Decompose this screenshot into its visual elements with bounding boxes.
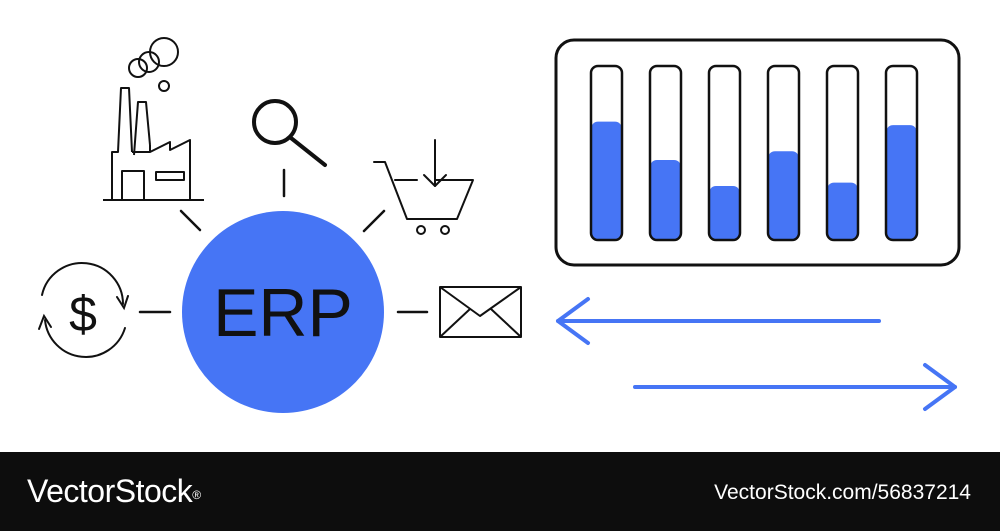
meter-tubes bbox=[589, 64, 919, 242]
arrow-right bbox=[633, 363, 957, 411]
hub-connectors bbox=[138, 168, 429, 314]
brand-mark: ® bbox=[192, 488, 201, 502]
meter-tube-3 bbox=[707, 64, 742, 242]
dollar-cycle-icon: $ bbox=[38, 262, 129, 358]
meter-tube-1 bbox=[589, 64, 624, 242]
meter-fill-1 bbox=[591, 121, 622, 240]
dollar-sign: $ bbox=[69, 286, 97, 342]
meter-tube-6 bbox=[884, 64, 919, 242]
meter-tube-4 bbox=[766, 64, 801, 242]
image-id: VectorStock.com/56837214 bbox=[714, 481, 971, 504]
magnifier-icon bbox=[252, 99, 327, 167]
arrow-left bbox=[556, 297, 881, 345]
footer-bar: VectorStock® VectorStock.com/56837214 bbox=[0, 452, 1000, 531]
connector-factory bbox=[179, 209, 202, 232]
meter-tube-2 bbox=[648, 64, 683, 242]
meter-panel bbox=[554, 38, 961, 267]
meter-fill-6 bbox=[886, 125, 917, 240]
brand-name: VectorStock bbox=[27, 473, 193, 509]
meter-fill-2 bbox=[650, 159, 681, 240]
shopping-cart-icon bbox=[373, 139, 474, 235]
meter-fill-3 bbox=[709, 186, 740, 240]
connector-cart bbox=[362, 209, 386, 233]
erp-hub-label: ERP bbox=[213, 275, 353, 351]
erp-hub: ERP bbox=[182, 211, 384, 413]
meter-panel-frame bbox=[554, 38, 961, 267]
brand-wordmark[interactable]: VectorStock® bbox=[27, 472, 201, 510]
envelope-icon bbox=[439, 286, 522, 338]
erp-illustration: ERP $ bbox=[38, 37, 961, 413]
meter-fill-4 bbox=[768, 151, 799, 240]
factory-icon bbox=[103, 37, 204, 201]
meter-fill-5 bbox=[827, 182, 858, 240]
meter-tube-5 bbox=[825, 64, 860, 242]
erp-hub-circle bbox=[182, 211, 384, 413]
